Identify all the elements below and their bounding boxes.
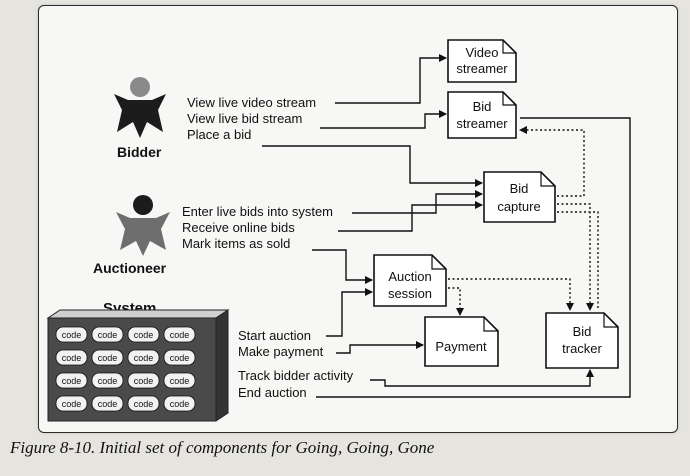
code-pill-label: code — [170, 399, 190, 409]
arrow-track-bidder-activity — [370, 369, 594, 387]
code-pill — [127, 395, 160, 412]
code-pill — [127, 372, 160, 389]
code-pill-label: code — [134, 353, 154, 363]
line-end-auction — [316, 117, 631, 398]
action-view-bid-stream: View live bid stream — [187, 111, 302, 126]
video-streamer-line2: streamer — [456, 61, 508, 76]
action-start-auction: Start auction — [238, 328, 311, 343]
code-pill-label: code — [170, 353, 190, 363]
dotted-capture-to-tracker-2 — [557, 211, 599, 310]
auctioneer-actor: Auctioneer — [93, 195, 170, 276]
arrow-receive-online-bids — [338, 201, 483, 232]
code-pill — [127, 349, 160, 366]
arrow-place-bid — [262, 145, 483, 187]
action-end-auction: End auction — [238, 385, 307, 400]
code-pill — [55, 372, 88, 389]
code-pill-label: code — [62, 376, 82, 386]
figure-caption: Figure 8-10. Initial set of components f… — [10, 438, 435, 457]
dotted-capture-to-bid-tracker — [557, 203, 594, 311]
code-pill-label: code — [170, 376, 190, 386]
arrow-view-bid-stream — [320, 110, 447, 129]
bidder-actor: Bidder — [114, 77, 166, 160]
code-pill — [163, 395, 196, 412]
bid-streamer-line2: streamer — [456, 116, 508, 131]
code-pill — [127, 326, 160, 343]
action-view-video: View live video stream — [187, 95, 316, 110]
bid-tracker-line2: tracker — [562, 341, 602, 356]
dotted-session-to-tracker — [448, 278, 574, 311]
auction-session-box: Auction session — [373, 254, 447, 307]
video-streamer-box: Video streamer — [447, 39, 517, 83]
bidder-body-icon — [114, 94, 166, 138]
dotted-session-to-payment — [448, 287, 464, 316]
video-streamer-line1: Video — [465, 45, 498, 60]
auction-session-line1: Auction — [388, 269, 431, 284]
bid-streamer-box: Bid streamer — [447, 91, 517, 139]
bid-streamer-line1: Bid — [473, 99, 492, 114]
code-pill-label: code — [62, 330, 82, 340]
auctioneer-head-icon — [133, 195, 153, 215]
action-enter-live-bids: Enter live bids into system — [182, 204, 333, 219]
code-pill — [55, 349, 88, 366]
code-grid: code code code code code code code code code code… — [55, 326, 196, 412]
code-pill — [163, 349, 196, 366]
code-pill-label: code — [134, 376, 154, 386]
code-pill-label: code — [62, 353, 82, 363]
code-pill — [91, 326, 124, 343]
bid-tracker-line1: Bid — [573, 324, 592, 339]
auction-session-line2: session — [388, 286, 432, 301]
action-make-payment: Make payment — [238, 344, 324, 359]
code-pill-label: code — [62, 399, 82, 409]
arrow-start-auction — [326, 288, 373, 337]
bidder-head-icon — [130, 77, 150, 97]
code-pill — [163, 372, 196, 389]
arrow-make-payment — [336, 341, 424, 354]
code-pill — [55, 395, 88, 412]
payment-label: Payment — [435, 339, 487, 354]
bid-capture-box: Bid capture — [483, 171, 556, 223]
bid-capture-line1: Bid — [510, 181, 529, 196]
code-pill — [55, 326, 88, 343]
code-pill-label: code — [134, 330, 154, 340]
code-pill-label: code — [98, 376, 118, 386]
arrow-view-video — [335, 54, 447, 104]
code-pill-label: code — [98, 353, 118, 363]
auctioneer-label: Auctioneer — [93, 260, 167, 276]
code-pill — [91, 395, 124, 412]
action-place-bid: Place a bid — [187, 127, 251, 142]
bid-capture-line2: capture — [497, 199, 540, 214]
action-track-bidder-activity: Track bidder activity — [238, 368, 354, 383]
code-pill — [163, 326, 196, 343]
code-pill-label: code — [134, 399, 154, 409]
code-pill-label: code — [98, 399, 118, 409]
arrow-mark-items-sold — [312, 249, 373, 284]
bidder-label: Bidder — [117, 144, 162, 160]
code-pill — [91, 349, 124, 366]
arrow-enter-live-bids — [352, 190, 483, 214]
payment-box: Payment — [424, 316, 499, 367]
bid-tracker-box: Bid tracker — [545, 312, 619, 369]
dotted-capture-to-bid-streamer — [519, 126, 585, 197]
code-pill-label: code — [98, 330, 118, 340]
code-pill — [91, 372, 124, 389]
auctioneer-body-icon — [116, 212, 170, 256]
action-receive-online-bids: Receive online bids — [182, 220, 295, 235]
action-mark-items-sold: Mark items as sold — [182, 236, 290, 251]
code-pill-label: code — [170, 330, 190, 340]
